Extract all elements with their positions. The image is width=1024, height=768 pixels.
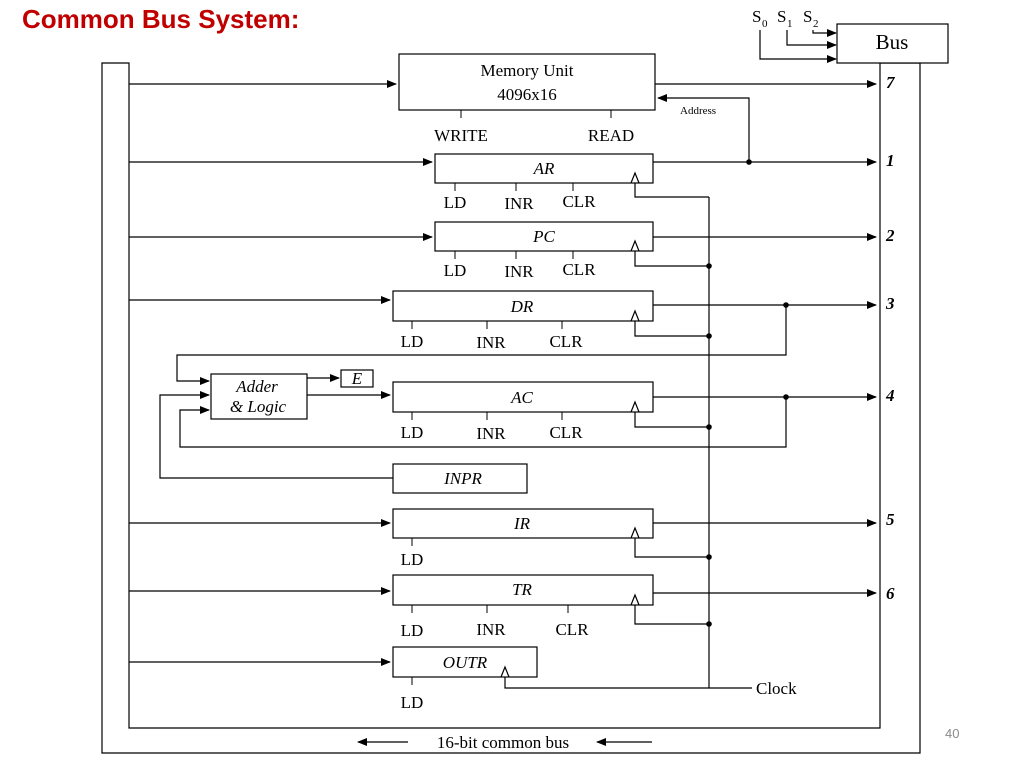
selector-s2-sub: 2 <box>813 18 819 30</box>
bus-number-dr: 3 <box>885 294 895 313</box>
tr-inr-label: INR <box>476 620 506 639</box>
pc-clr-label: CLR <box>562 260 596 279</box>
pc-register-label: PC <box>532 227 555 246</box>
ac-inr-label: INR <box>476 424 506 443</box>
memory-unit-box <box>398 53 656 111</box>
dr-inr-label: INR <box>476 333 506 352</box>
pc-ld-label: LD <box>444 261 467 280</box>
ac-ld-label: LD <box>401 423 424 442</box>
e-flipflop-label: E <box>351 369 363 388</box>
ar-register-box <box>434 153 654 184</box>
memory-unit-title: Memory Unit <box>480 61 573 80</box>
adder-logic-label-2: & Logic <box>230 397 287 416</box>
adder-logic-label-1: Adder <box>235 377 278 396</box>
inpr-register-box <box>392 463 528 494</box>
tr-register-label: TR <box>512 580 532 599</box>
pc-register-box <box>434 221 654 252</box>
memory-write-label: WRITE <box>434 126 488 145</box>
outr-register-box <box>392 646 538 678</box>
selector-s0-sub: 0 <box>762 18 768 30</box>
memory-unit-size: 4096x16 <box>497 85 557 104</box>
pc-inr-label: INR <box>504 262 534 281</box>
dr-clr-label: CLR <box>549 332 583 351</box>
bus-label: Bus <box>876 30 909 54</box>
selector-s0: S <box>752 7 761 26</box>
bus-number-pc: 2 <box>885 226 895 245</box>
page-number: 40 <box>945 726 960 741</box>
ir-register-box <box>392 508 654 539</box>
ar-inr-label: INR <box>504 194 534 213</box>
selector-s2: S <box>803 7 812 26</box>
ir-register-label: IR <box>513 514 531 533</box>
bus-selector-lines <box>759 29 837 63</box>
ar-clr-label: CLR <box>562 192 596 211</box>
clock-label: Clock <box>756 679 797 698</box>
ac-register-label: AC <box>510 388 533 407</box>
common-bus-label: 16-bit common bus <box>437 733 569 752</box>
outr-ld-label: LD <box>401 693 424 712</box>
ac-clr-label: CLR <box>549 423 583 442</box>
ir-ld-label: LD <box>401 550 424 569</box>
selector-s1: S <box>777 7 786 26</box>
e-flipflop-box <box>340 369 374 388</box>
selector-s1-sub: 1 <box>787 18 793 30</box>
inpr-register-label: INPR <box>443 469 482 488</box>
bus-number-memory: 7 <box>886 73 896 92</box>
tr-register-box <box>392 574 654 606</box>
bus-box <box>836 23 949 64</box>
adder-logic-box <box>210 373 308 420</box>
bus-number-ac: 4 <box>885 386 895 405</box>
memory-read-label: READ <box>588 126 634 145</box>
bus-number-tr: 6 <box>886 584 895 603</box>
dr-register-box <box>392 290 654 322</box>
bus-number-ir: 5 <box>886 510 895 529</box>
dr-register-label: DR <box>510 297 534 316</box>
address-label: Address <box>680 105 716 117</box>
ac-register-box <box>392 381 654 413</box>
outr-register-label: OUTR <box>443 653 488 672</box>
ar-register-label: AR <box>533 159 555 178</box>
dr-ld-label: LD <box>401 332 424 351</box>
tr-ld-label: LD <box>401 621 424 640</box>
ar-ld-label: LD <box>444 193 467 212</box>
slide-title: Common Bus System: <box>22 4 300 34</box>
bus-number-ar: 1 <box>886 151 895 170</box>
tr-clr-label: CLR <box>555 620 589 639</box>
